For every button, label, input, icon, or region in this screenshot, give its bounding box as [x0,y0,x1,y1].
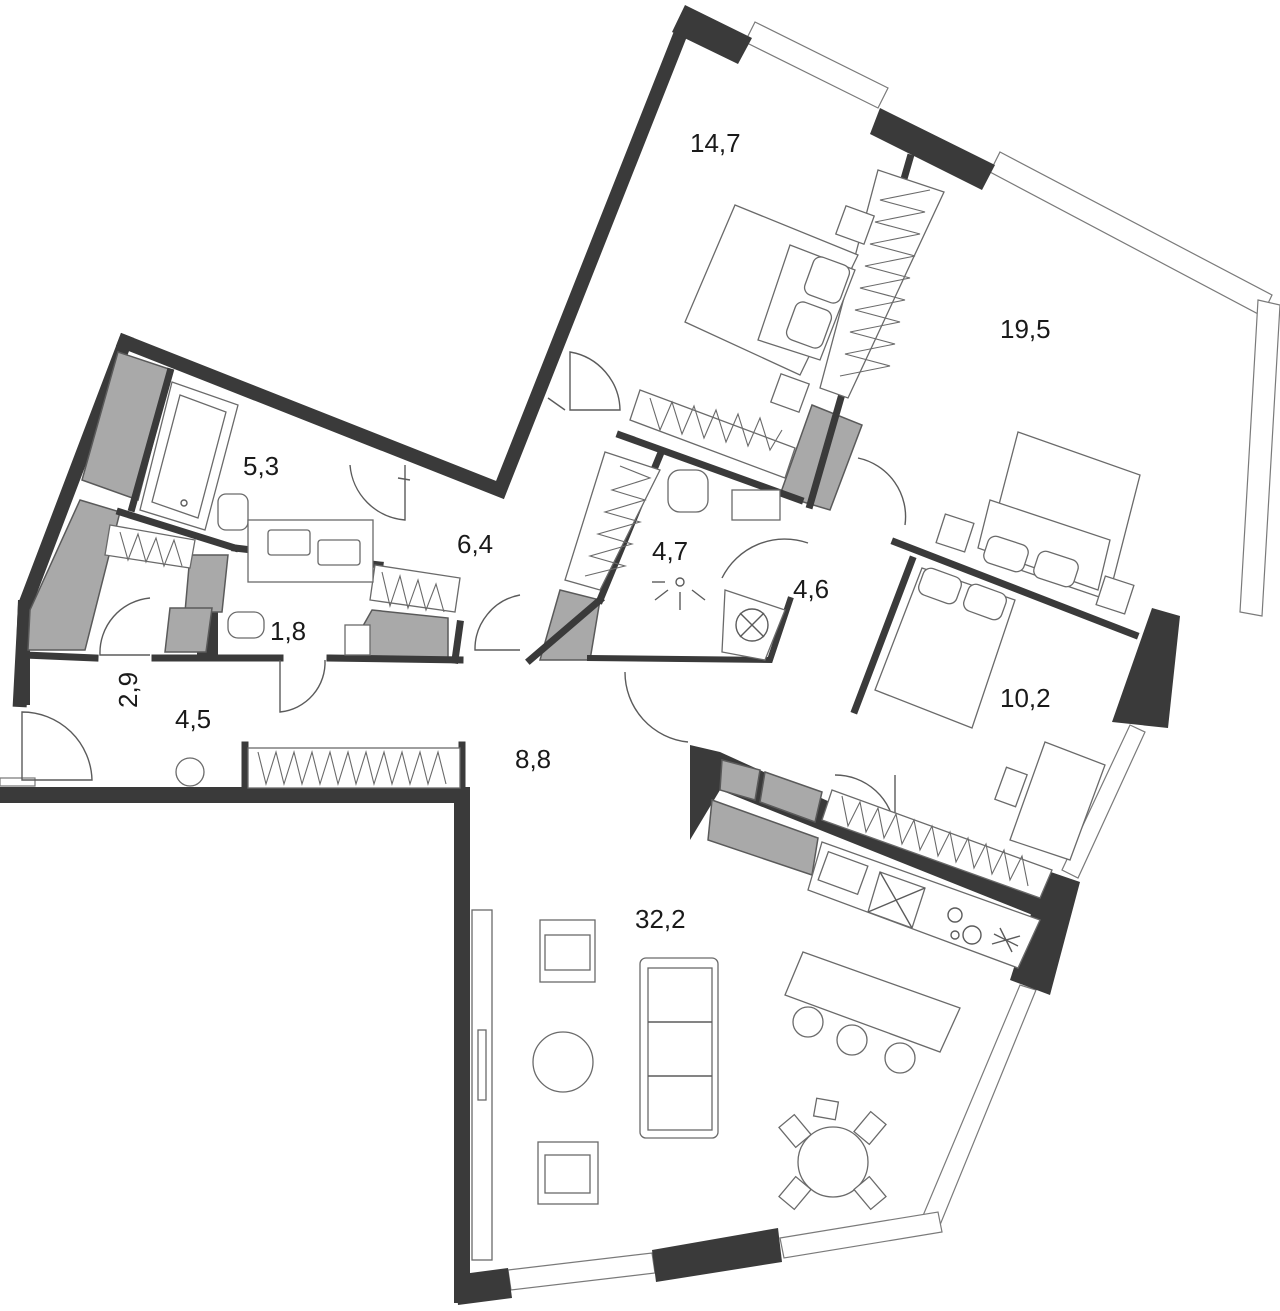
area-label-vestibule: 2,9 [113,672,143,708]
area-label-hall-upper: 6,4 [457,529,493,559]
storage-blocks [27,351,863,876]
area-labels: 14,7 19,5 5,3 6,4 4,7 4,6 1,8 2,9 4,5 8,… [113,128,1051,934]
kitchen-fixtures [784,841,1041,1074]
windows [0,21,1280,1291]
area-label-living-kitchen: 32,2 [635,904,686,934]
area-label-hall: 8,8 [515,744,551,774]
area-label-bathroom: 5,3 [243,451,279,481]
area-label-bedroom-1: 14,7 [690,128,741,158]
area-label-bedroom-2: 10,2 [1000,683,1051,713]
area-label-wc: 1,8 [270,616,306,646]
bedroom-furniture [684,204,1141,861]
area-label-bedroom-master: 19,5 [1000,314,1051,344]
doors [21,351,907,831]
living-furniture [175,757,887,1261]
area-label-ensuite: 4,7 [652,536,688,566]
area-label-corridor-right: 4,6 [793,574,829,604]
bath-fixtures [139,381,786,661]
wardrobes [104,169,1053,899]
area-label-entry: 4,5 [175,704,211,734]
